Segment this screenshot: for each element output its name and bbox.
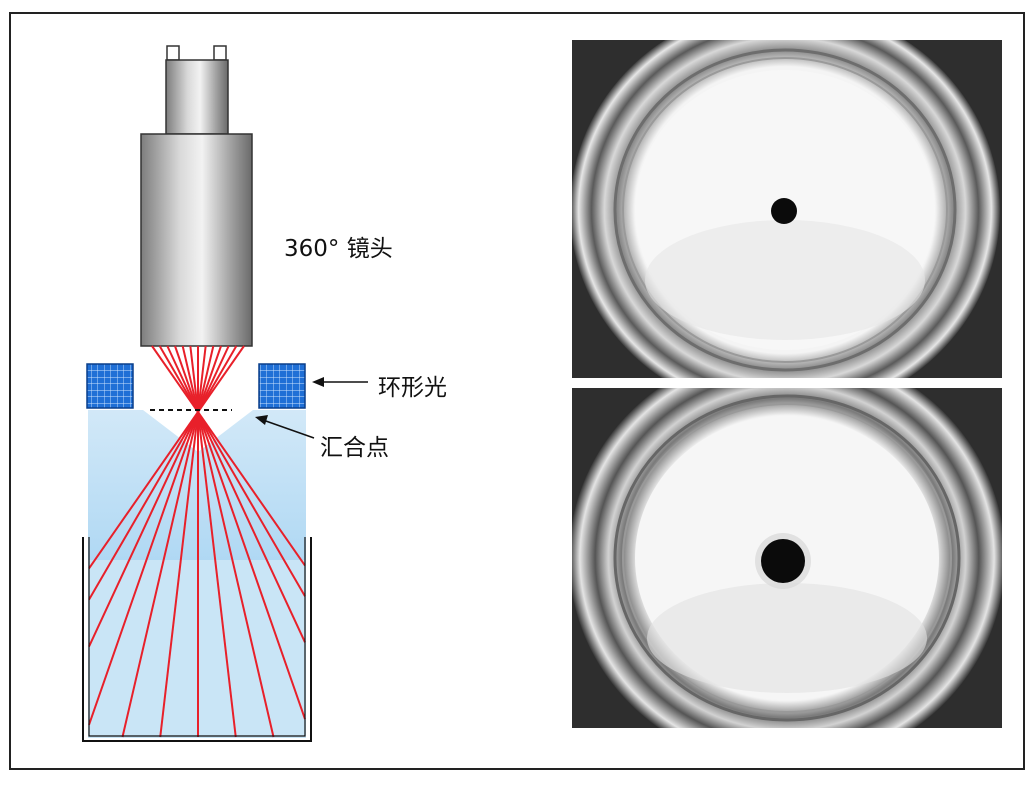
convergence-point-label: 汇合点 [320, 435, 389, 461]
container-inner-outline [88, 537, 306, 737]
light-rays [88, 345, 306, 738]
ring-light-label: 环形光 [378, 375, 447, 401]
light-ray [88, 345, 238, 601]
container-outline [82, 537, 312, 742]
light-ray [88, 345, 230, 648]
ring-light-right [258, 363, 306, 409]
lens-tab-right [213, 45, 227, 61]
convergence-arrow [255, 415, 315, 439]
light-ray [88, 345, 245, 569]
light-ray [166, 345, 306, 643]
inspection-hole-small [771, 198, 797, 224]
lens-label: 360° 镜头 [284, 236, 393, 262]
light-ray [158, 345, 306, 597]
lens-main-body [140, 133, 253, 347]
inspection-photo-bottom [572, 388, 1002, 728]
lens-upper-body [165, 59, 229, 135]
light-ray [151, 345, 306, 567]
inspection-photo-top [572, 40, 1002, 378]
ring-light-arrow [312, 377, 368, 387]
lens-tab-left [166, 45, 180, 61]
lens-diagram [82, 45, 368, 742]
ring-light-left [86, 363, 134, 409]
inspection-hole-large [761, 539, 805, 583]
